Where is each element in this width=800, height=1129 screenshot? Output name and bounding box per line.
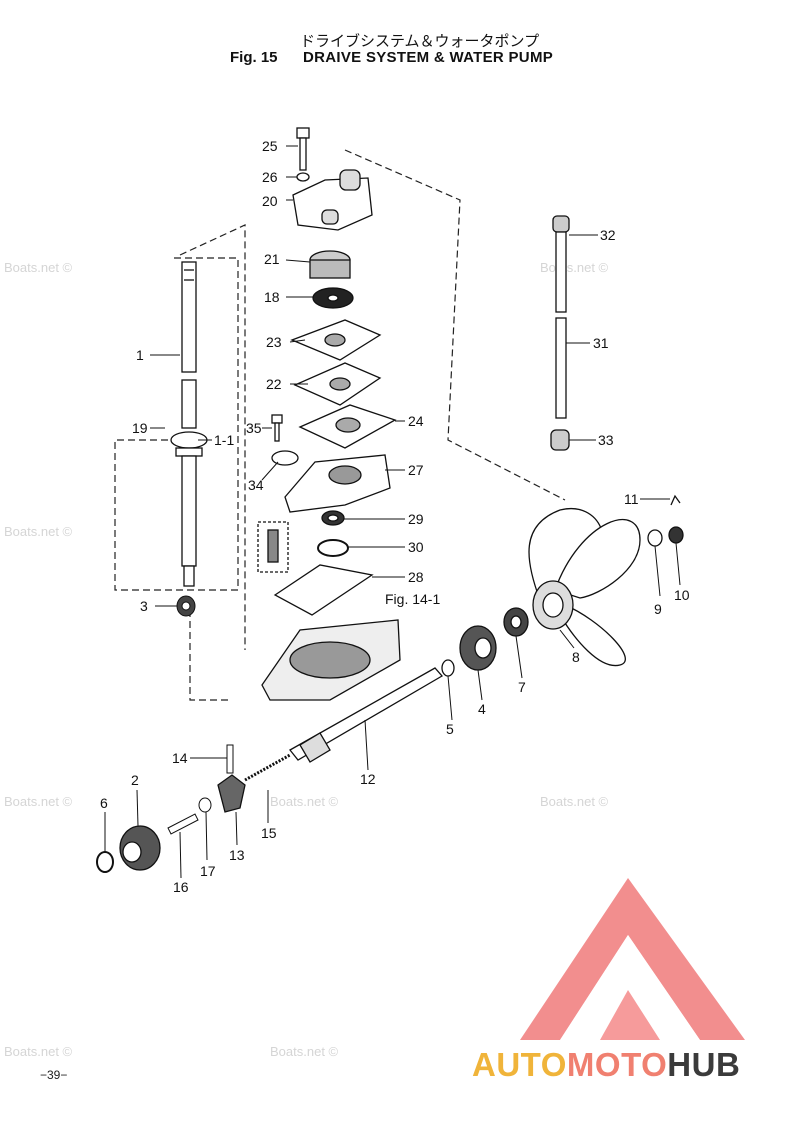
leader-lines <box>104 145 681 879</box>
callout-13: 13 <box>229 847 245 863</box>
callout-17: 17 <box>200 863 216 879</box>
callout-9: 9 <box>654 601 662 617</box>
propeller-hardware <box>503 494 684 637</box>
callout-1-1: 1-1 <box>214 432 234 448</box>
callout-3: 3 <box>140 598 148 614</box>
spring <box>244 753 291 782</box>
callout-8: 8 <box>572 649 580 665</box>
callout-27: 27 <box>408 462 424 478</box>
callout-32: 32 <box>600 227 616 243</box>
watermark: Boats.net © <box>540 260 609 275</box>
thrust-washer <box>96 851 114 873</box>
water-tube <box>550 215 570 451</box>
watermark: Boats.net © <box>4 260 73 275</box>
logo-part-moto: MOTO <box>566 1046 668 1083</box>
reverse-gear <box>119 825 161 871</box>
propeller <box>528 507 641 667</box>
callout-12: 12 <box>360 771 376 787</box>
callout-2: 2 <box>131 772 139 788</box>
drive-shaft <box>170 261 208 587</box>
pin <box>226 744 234 774</box>
washer <box>441 659 455 677</box>
callout-labels: 25 26 20 21 18 23 22 24 35 27 34 29 30 2… <box>100 138 690 895</box>
callout-24: 24 <box>408 413 424 429</box>
callout-30: 30 <box>408 539 424 555</box>
forward-gear <box>459 625 497 671</box>
pinion-gear <box>176 595 196 617</box>
callout-10: 10 <box>674 587 690 603</box>
callout-34: 34 <box>248 477 264 493</box>
english-title: DRAIVE SYSTEM & WATER PUMP <box>303 49 554 66</box>
watermark: Boats.net © <box>4 1044 73 1059</box>
clutch-dog <box>217 774 246 813</box>
callout-33: 33 <box>598 432 614 448</box>
callout-21: 21 <box>264 251 280 267</box>
shaft-pin <box>167 813 199 835</box>
assembly-guide-lines <box>114 149 566 701</box>
cross-reference: Fig. 14-1 <box>385 591 440 607</box>
logo-part-hub: HUB <box>667 1046 741 1083</box>
callout-11: 11 <box>624 491 639 507</box>
watermark: Boats.net © <box>270 794 339 809</box>
japanese-title: ドライブシステム＆ウォータポンプ <box>300 32 540 50</box>
callout-19: 19 <box>132 420 148 436</box>
bushing <box>198 797 212 813</box>
propeller-shaft <box>289 667 444 763</box>
callout-4: 4 <box>478 701 486 717</box>
figure-number: Fig. 15 <box>230 49 278 66</box>
watermark: Boats.net © <box>4 524 73 539</box>
callout-35: 35 <box>246 420 262 436</box>
logo-part-auto: AUTO <box>472 1046 567 1083</box>
callout-15: 15 <box>261 825 277 841</box>
callout-7: 7 <box>518 679 526 695</box>
watermark: Boats.net © <box>4 794 73 809</box>
callout-5: 5 <box>446 721 454 737</box>
callout-23: 23 <box>266 334 282 350</box>
callout-16: 16 <box>173 879 189 895</box>
callout-14: 14 <box>172 750 188 766</box>
callout-22: 22 <box>266 376 282 392</box>
callout-20: 20 <box>262 193 278 209</box>
callout-31: 31 <box>593 335 609 351</box>
callout-1: 1 <box>136 347 144 363</box>
logo-triangle-icon <box>520 878 745 1040</box>
page-number: −39− <box>40 1068 68 1082</box>
callout-29: 29 <box>408 511 424 527</box>
callout-28: 28 <box>408 569 424 585</box>
callout-18: 18 <box>264 289 280 305</box>
callout-6: 6 <box>100 795 108 811</box>
water-pump-assembly <box>257 127 401 701</box>
watermark: Boats.net © <box>540 794 609 809</box>
automotohub-logo: AUTOMOTOHUB <box>472 1046 740 1084</box>
watermark: Boats.net © <box>270 1044 339 1059</box>
callout-25: 25 <box>262 138 278 154</box>
callout-26: 26 <box>262 169 278 185</box>
